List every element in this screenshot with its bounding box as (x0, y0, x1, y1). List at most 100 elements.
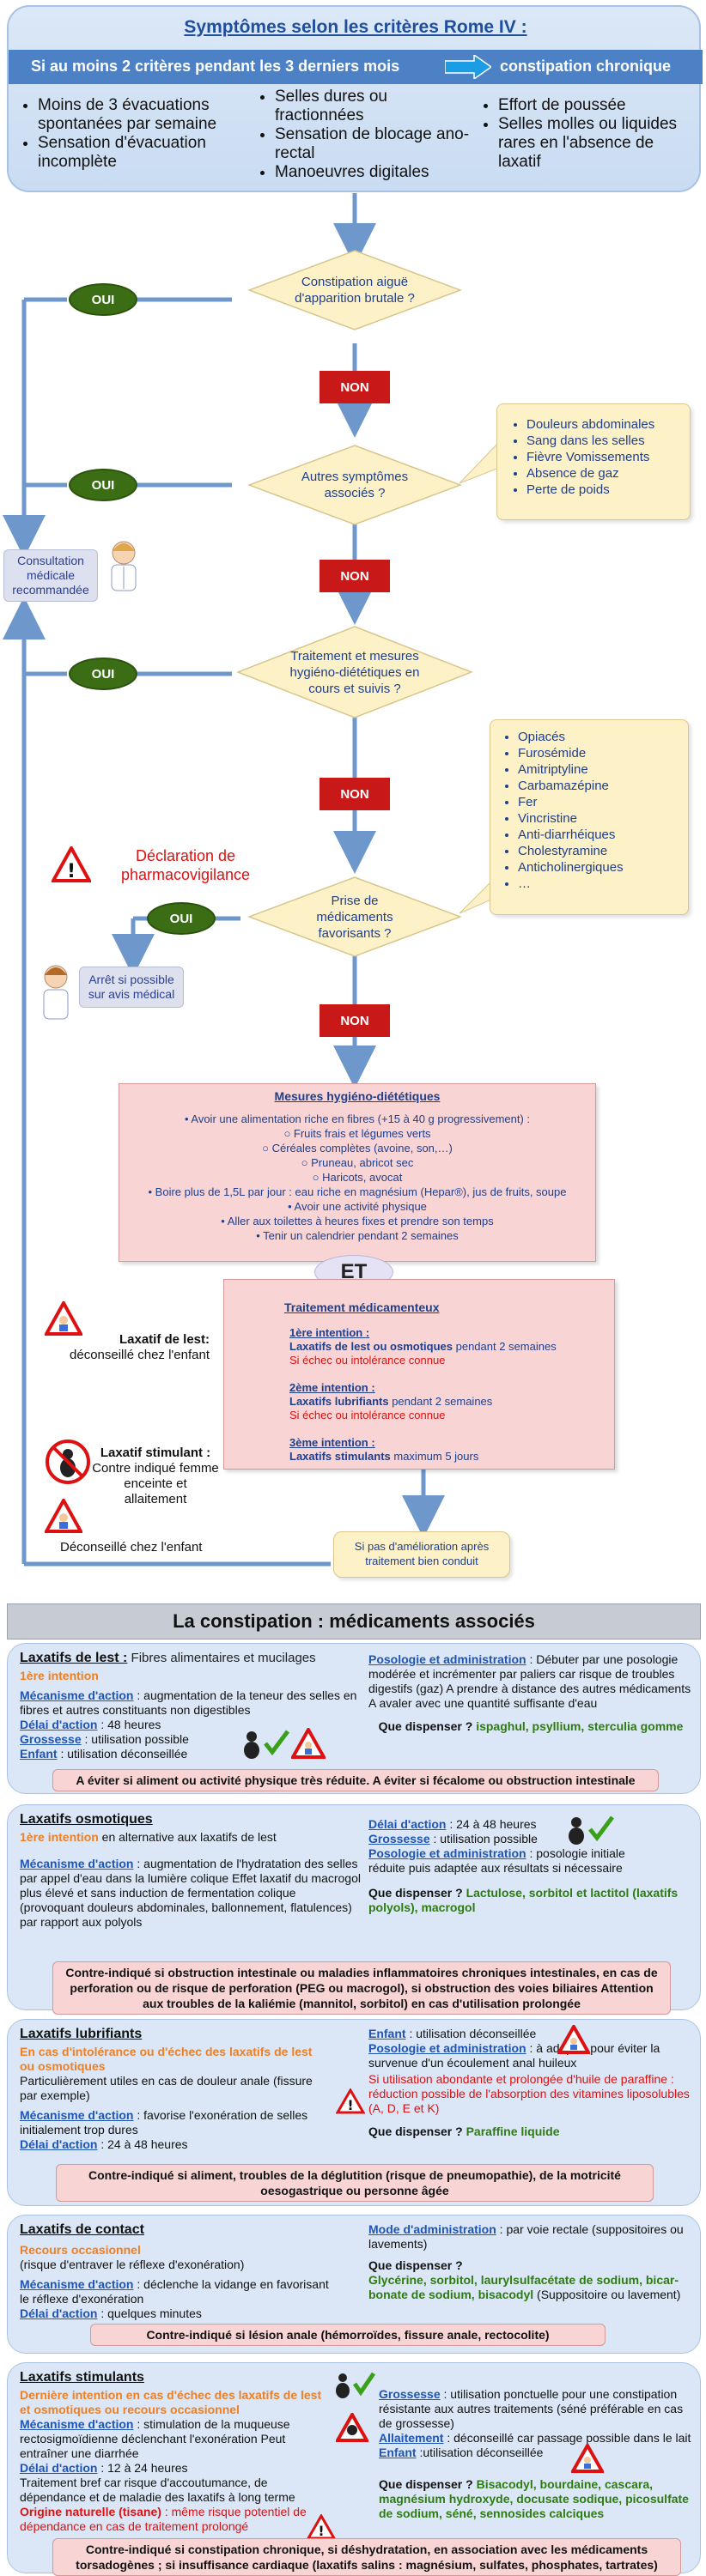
hygiene-item: • Tenir un calendrier pendant 2 semaines (256, 1229, 459, 1242)
card-laxatifs-lubrifiants: Laxatifs lubrifiants En cas d'intoléranc… (7, 2019, 701, 2206)
intention-3: 3ème intention : Laxatifs stimulants max… (289, 1436, 479, 1463)
contraindication: Contre-indiqué si constipation chronique… (52, 2538, 681, 2576)
consult-box: Consultation médicale recommandée (3, 549, 98, 602)
pregnancy-ok-icon (336, 2372, 375, 2398)
callout-pointer (460, 442, 499, 484)
hygiene-item: • Avoir une alimentation riche en fibres… (184, 1112, 531, 1125)
child-warning-icon (571, 2444, 604, 2473)
contraindication: Contre-indiqué si lésion anale (hémorroï… (90, 2324, 606, 2346)
criteria-strip: Si au moins 2 critères pendant les 3 der… (9, 50, 703, 84)
drugs-list-box: Opiacés Furosémide Amitriptyline Carbama… (490, 719, 689, 915)
hygiene-item: ○ Fruits frais et légumes verts (283, 1127, 431, 1140)
strip-result: constipation chronique (500, 58, 672, 75)
doctor-icon (43, 965, 69, 1020)
question-treatment-followed: Traitement et mesures hygiéno-diététique… (235, 625, 474, 719)
drug-item: Cholestyramine (518, 843, 683, 859)
card-laxatifs-contact: Laxatifs de contact Recours occasionnel … (7, 2215, 701, 2354)
pregnancy-ok-icon (244, 1730, 289, 1759)
section-title: La constipation : médicaments associés (7, 1603, 701, 1640)
question-acute-constipation: Constipation aiguë d'apparition brutale … (246, 249, 463, 331)
treatment-title: Traitement médicamenteux (284, 1300, 440, 1314)
no-badge: NON (320, 560, 390, 592)
drug-item: Anticholinergiques (518, 859, 683, 876)
stimulant-warning: Laxatif stimulant : Contre indiqué femme… (92, 1446, 219, 1506)
no-badge: NON (320, 778, 390, 810)
no-badge: NON (320, 1004, 390, 1037)
child-warning-label: Déconseillé chez l'enfant (60, 1540, 203, 1555)
drug-item: Amitriptyline (518, 761, 683, 778)
criterion: Sensation d'évacuation incomplète (38, 134, 251, 172)
child-warning-icon (557, 2025, 590, 2054)
symptom-item: Fièvre Vomissements (526, 449, 685, 465)
yes-badge: OUI (69, 658, 137, 690)
warning-icon: ! (52, 846, 91, 882)
drug-item: Opiacés (518, 729, 683, 745)
criterion: Moins de 3 évacuations spontanées par se… (38, 96, 251, 134)
criteria-col-3: Effort de poussée Selles molles ou liqui… (479, 96, 699, 172)
arrow-right-icon (445, 55, 491, 79)
rome-criteria-box: Symptômes selon les critères Rome IV : S… (7, 5, 703, 192)
warning-icon: ! (307, 2514, 336, 2540)
drug-item: Vincristine (518, 810, 683, 827)
pharmacovigilance-label: Déclaration de pharmacovigilance (120, 847, 251, 883)
contraindication: A éviter si aliment ou activité physique… (52, 1769, 659, 1791)
no-badge: NON (320, 371, 390, 403)
symptom-item: Perte de poids (526, 482, 685, 498)
card-laxatifs-osmotiques: Laxatifs osmotiques 1ère intention en al… (7, 1804, 701, 2015)
stop-if-possible-box: Arrêt si possible sur avis médical (79, 967, 184, 1008)
criteria-title: Symptômes selon les critères Rome IV : (184, 17, 527, 37)
pregnancy-ok-icon (569, 1815, 614, 1845)
warning-icon: ! (336, 2088, 365, 2114)
breastfeeding-warning-icon (336, 2413, 368, 2442)
hygiene-item: • Aller aux toilettes à heures fixes et … (221, 1215, 494, 1227)
card-laxatifs-lest: Laxatifs de lest : Fibres alimentaires e… (7, 1643, 701, 1794)
contraindication: Contre-indiqué si obstruction intestinal… (52, 1961, 671, 2015)
yes-badge: OUI (69, 469, 137, 501)
child-warning-icon (45, 1301, 82, 1336)
doctor-icon (111, 541, 137, 591)
symptom-item: Sang dans les selles (526, 433, 685, 449)
hygiene-measures-box: Mesures hygiéno-diététiques • Avoir une … (119, 1083, 596, 1262)
contraindication: Contre-indiqué si aliment, troubles de l… (56, 2164, 654, 2202)
symptom-item: Douleurs abdominales (526, 416, 685, 433)
child-warning-icon (291, 1728, 326, 1759)
no-improvement-box: Si pas d'amélioration après traitement b… (333, 1531, 510, 1578)
hygiene-item: • Avoir une activité physique (288, 1200, 427, 1213)
criterion: Selles molles ou liquides rares en l'abs… (498, 115, 699, 172)
criterion: Manoeuvres digitales (275, 163, 471, 182)
criteria-col-2: Selles dures ou fractionnées Sensation d… (256, 88, 471, 182)
criterion: Effort de poussée (498, 96, 699, 115)
svg-text:!: ! (318, 2523, 324, 2539)
criteria-col-1: Moins de 3 évacuations spontanées par se… (19, 96, 251, 172)
child-warning-icon (45, 1499, 82, 1533)
drug-item: Anti-diarrhéiques (518, 827, 683, 843)
pregnancy-prohibited-icon (46, 1440, 90, 1484)
callout-pointer (460, 874, 499, 914)
question-other-symptoms: Autres symptômes associés ? (246, 444, 463, 526)
drug-item: Fer (518, 794, 683, 810)
symptom-item: Absence de gaz (526, 465, 685, 482)
hygiene-item: ○ Pruneau, abricot sec (301, 1156, 414, 1169)
yes-badge: OUI (147, 902, 216, 935)
criterion: Sensation de blocage ano-rectal (275, 125, 471, 163)
hygiene-item: • Boire plus de 1,5L par jour : eau rich… (148, 1185, 567, 1198)
hygiene-title: Mesures hygiéno-diététiques (274, 1089, 441, 1103)
drug-treatment-box: Traitement médicamenteux 1ère intention … (223, 1279, 615, 1470)
drug-item: Carbamazépine (518, 778, 683, 794)
hygiene-item: ○ Haricots, avocat (312, 1171, 403, 1184)
yes-badge: OUI (69, 283, 137, 316)
card-laxatifs-stimulants: Laxatifs stimulants Dernière intention e… (7, 2362, 701, 2576)
drug-item: … (518, 876, 683, 892)
svg-text:!: ! (67, 861, 76, 882)
svg-text:!: ! (347, 2097, 353, 2113)
lest-warning: Laxatif de lest: déconseillé chez l'enfa… (70, 1332, 210, 1362)
drug-item: Furosémide (518, 745, 683, 761)
hygiene-list: • Avoir une alimentation riche en fibres… (126, 1112, 588, 1243)
intention-2: 2ème intention : Laxatifs lubrifiants pe… (289, 1381, 493, 1421)
intention-1: 1ère intention : Laxatifs de lest ou osm… (289, 1326, 557, 1367)
symptoms-list-box: Douleurs abdominales Sang dans les selle… (496, 403, 691, 520)
hygiene-item: ○ Céréales complètes (avoine, son,…) (262, 1142, 453, 1155)
question-drugs: Prise de médicaments favorisants ? (246, 876, 463, 958)
strip-condition: Si au moins 2 critères pendant les 3 der… (31, 58, 400, 75)
criterion: Selles dures ou fractionnées (275, 88, 471, 125)
